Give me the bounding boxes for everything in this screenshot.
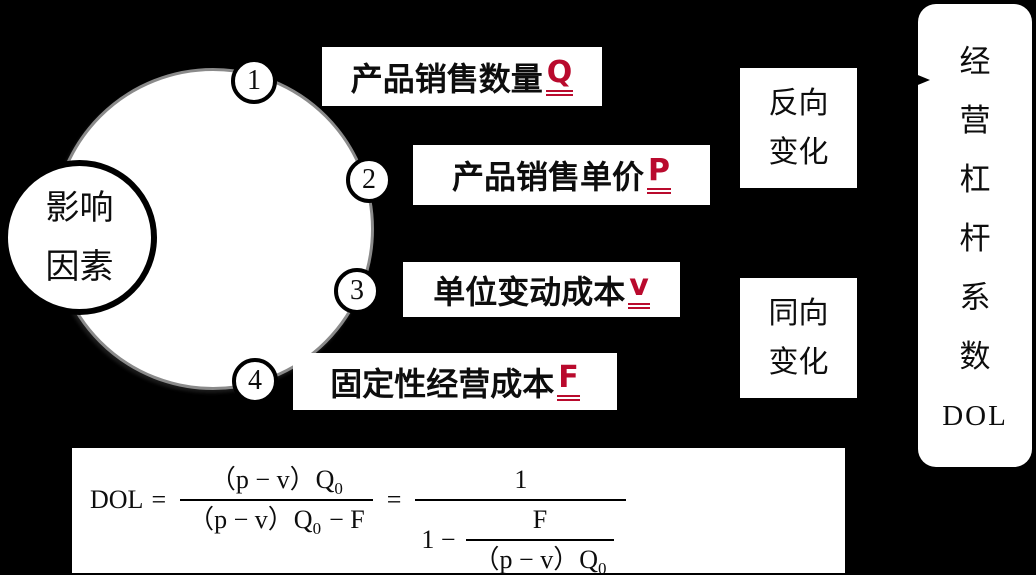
fraction-1-denominator: （p − v）Q0− F — [188, 504, 365, 538]
factor-fixed-operating-cost: 固定性经营成本 F — [293, 353, 617, 410]
fraction-3-denominator: （p − v）Q0 — [473, 544, 607, 575]
inverse-change-line1: 反向 — [768, 87, 829, 120]
bullet-1-number: 1 — [247, 65, 261, 96]
factor-unit-price-symbol: P — [647, 156, 671, 194]
fraction-2-den-prefix: 1 − — [421, 524, 456, 554]
same-direction-change-box: 同向 变化 — [740, 278, 857, 398]
bullet-4: 4 — [232, 358, 278, 404]
dol-formula: DOL = （p − v）Q0 （p − v）Q0− F = 1 1 − F — [72, 437, 845, 575]
bullet-3: 3 — [334, 268, 380, 314]
fraction-3-numerator: F — [532, 504, 548, 534]
fraction-2-bar — [415, 498, 627, 501]
formula-equals-1: = — [151, 484, 167, 514]
formula-fraction-3: F （p − v）Q0 — [465, 504, 615, 575]
factor-unit-price-label: 产品销售单价 — [451, 159, 644, 195]
bullet-3-number: 3 — [350, 275, 364, 306]
result-char-6: 数 — [959, 339, 991, 374]
bullet-1: 1 — [231, 58, 277, 104]
result-code-dol: DOL — [942, 400, 1008, 432]
formula-fraction-2: 1 1 − F （p − v）Q0 — [415, 464, 627, 575]
bullet-4-number: 4 — [248, 365, 262, 396]
factor-unit-price: 产品销售单价 P — [413, 145, 710, 205]
inverse-change-box: 反向 变化 — [740, 68, 857, 188]
dol-formula-panel: DOL = （p − v）Q0 （p − v）Q0− F = 1 1 − F — [72, 448, 845, 575]
formula-fraction-1: （p − v）Q0 （p − v）Q0− F — [180, 464, 373, 538]
same-direction-change-line1: 同向 — [768, 297, 829, 330]
result-char-2: 营 — [959, 103, 991, 138]
hub-label-line2: 因素 — [45, 248, 114, 286]
result-char-1: 经 — [959, 44, 991, 79]
fraction-2-numerator: 1 — [514, 464, 528, 494]
factor-unit-variable-cost-symbol: v — [628, 270, 650, 309]
factor-unit-variable-cost-label: 单位变动成本 — [433, 273, 626, 310]
result-char-4: 杆 — [959, 221, 991, 256]
factor-sales-quantity-label: 产品销售数量 — [350, 60, 543, 97]
same-direction-change-line2: 变化 — [768, 346, 829, 379]
bullet-2: 2 — [346, 157, 392, 203]
bullet-2-number: 2 — [362, 164, 376, 195]
fraction-1-numerator: （p − v）Q0 — [209, 464, 343, 498]
operating-leverage-result-box: 经 营 杠 杆 系 数 DOL — [918, 4, 1032, 467]
fraction-3-bar — [465, 538, 615, 541]
influencing-factors-circle: 影响 因素 — [2, 160, 157, 315]
factor-unit-variable-cost: 单位变动成本 v — [403, 262, 680, 317]
formula-equals-2: = — [386, 484, 402, 514]
result-char-3: 杠 — [959, 162, 991, 197]
arrow-right-icon — [896, 66, 930, 94]
formula-lhs: DOL — [90, 484, 144, 514]
fraction-1-bar — [180, 498, 373, 501]
inverse-change-line2: 变化 — [768, 136, 829, 169]
factor-sales-quantity-symbol: Q — [545, 57, 574, 96]
result-char-5: 系 — [959, 280, 991, 315]
fraction-2-denominator: 1 − F （p − v）Q0 — [415, 505, 626, 575]
factor-sales-quantity: 产品销售数量 Q — [322, 47, 602, 106]
factor-fixed-operating-cost-label: 固定性经营成本 — [330, 365, 555, 402]
factor-fixed-operating-cost-symbol: F — [557, 362, 580, 401]
hub-label-line1: 影响 — [45, 189, 114, 227]
